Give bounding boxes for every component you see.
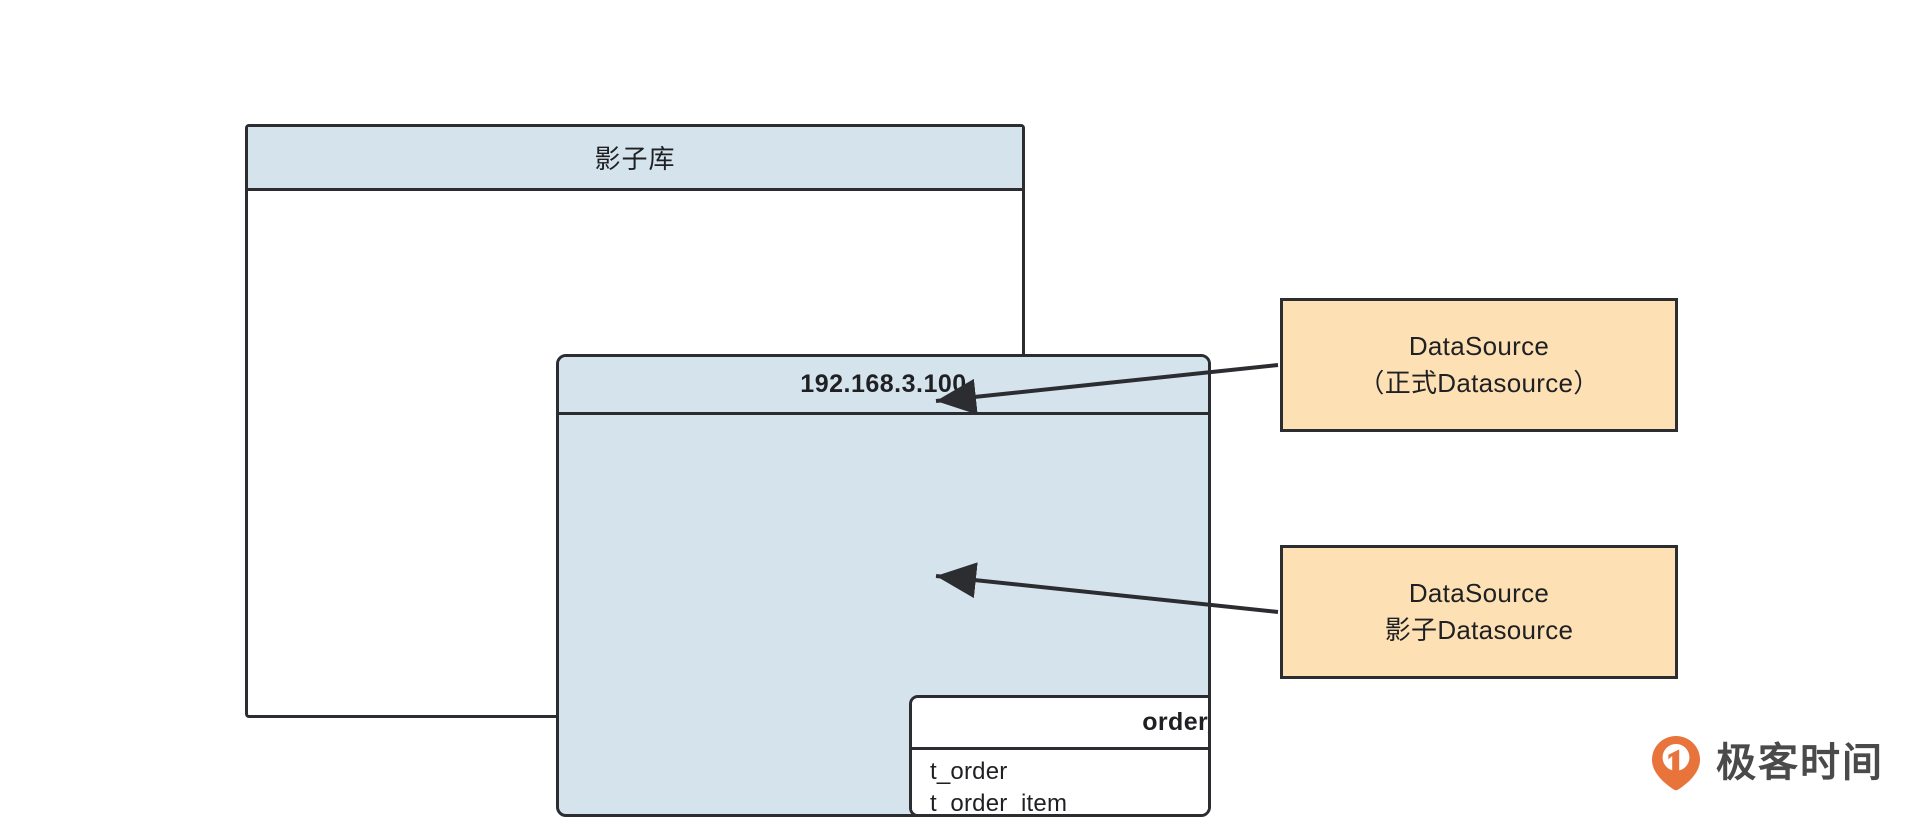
shadow-library-container: 影子库 192.168.3.100 order_db t_order t_ord… — [245, 124, 1211, 817]
host-node-container: 192.168.3.100 order_db t_order t_order_i… — [556, 354, 1211, 817]
database-name-label: order_db — [1142, 708, 1209, 736]
callout-line: 影子Datasource — [1384, 615, 1574, 645]
location-pin-icon — [1652, 736, 1700, 791]
callout-line: DataSource — [1408, 331, 1550, 362]
watermark: 极客时间 — [1650, 735, 1884, 791]
watermark-brand-text: 极客时间 — [1716, 741, 1884, 785]
table-name: t_order_item — [930, 790, 1068, 817]
database-card-order-db: order_db t_order t_order_item — [909, 695, 1209, 817]
shadow-library-title: 影子库 — [594, 144, 676, 174]
callout-datasource-shadow: DataSource 影子Datasource — [1280, 545, 1678, 679]
callout-line: （正式Datasource） — [1358, 368, 1600, 398]
callout-datasource-primary: DataSource （正式Datasource） — [1280, 298, 1678, 432]
host-node-title: 192.168.3.100 — [800, 370, 967, 398]
table-name: t_order — [930, 758, 1008, 785]
callout-line: DataSource — [1408, 578, 1550, 609]
host-node-header: 192.168.3.100 — [559, 357, 1208, 415]
database-table-list: t_order t_order_item — [912, 750, 1208, 817]
shadow-library-header: 影子库 — [248, 127, 1022, 191]
database-card-header: order_db — [912, 698, 1209, 750]
